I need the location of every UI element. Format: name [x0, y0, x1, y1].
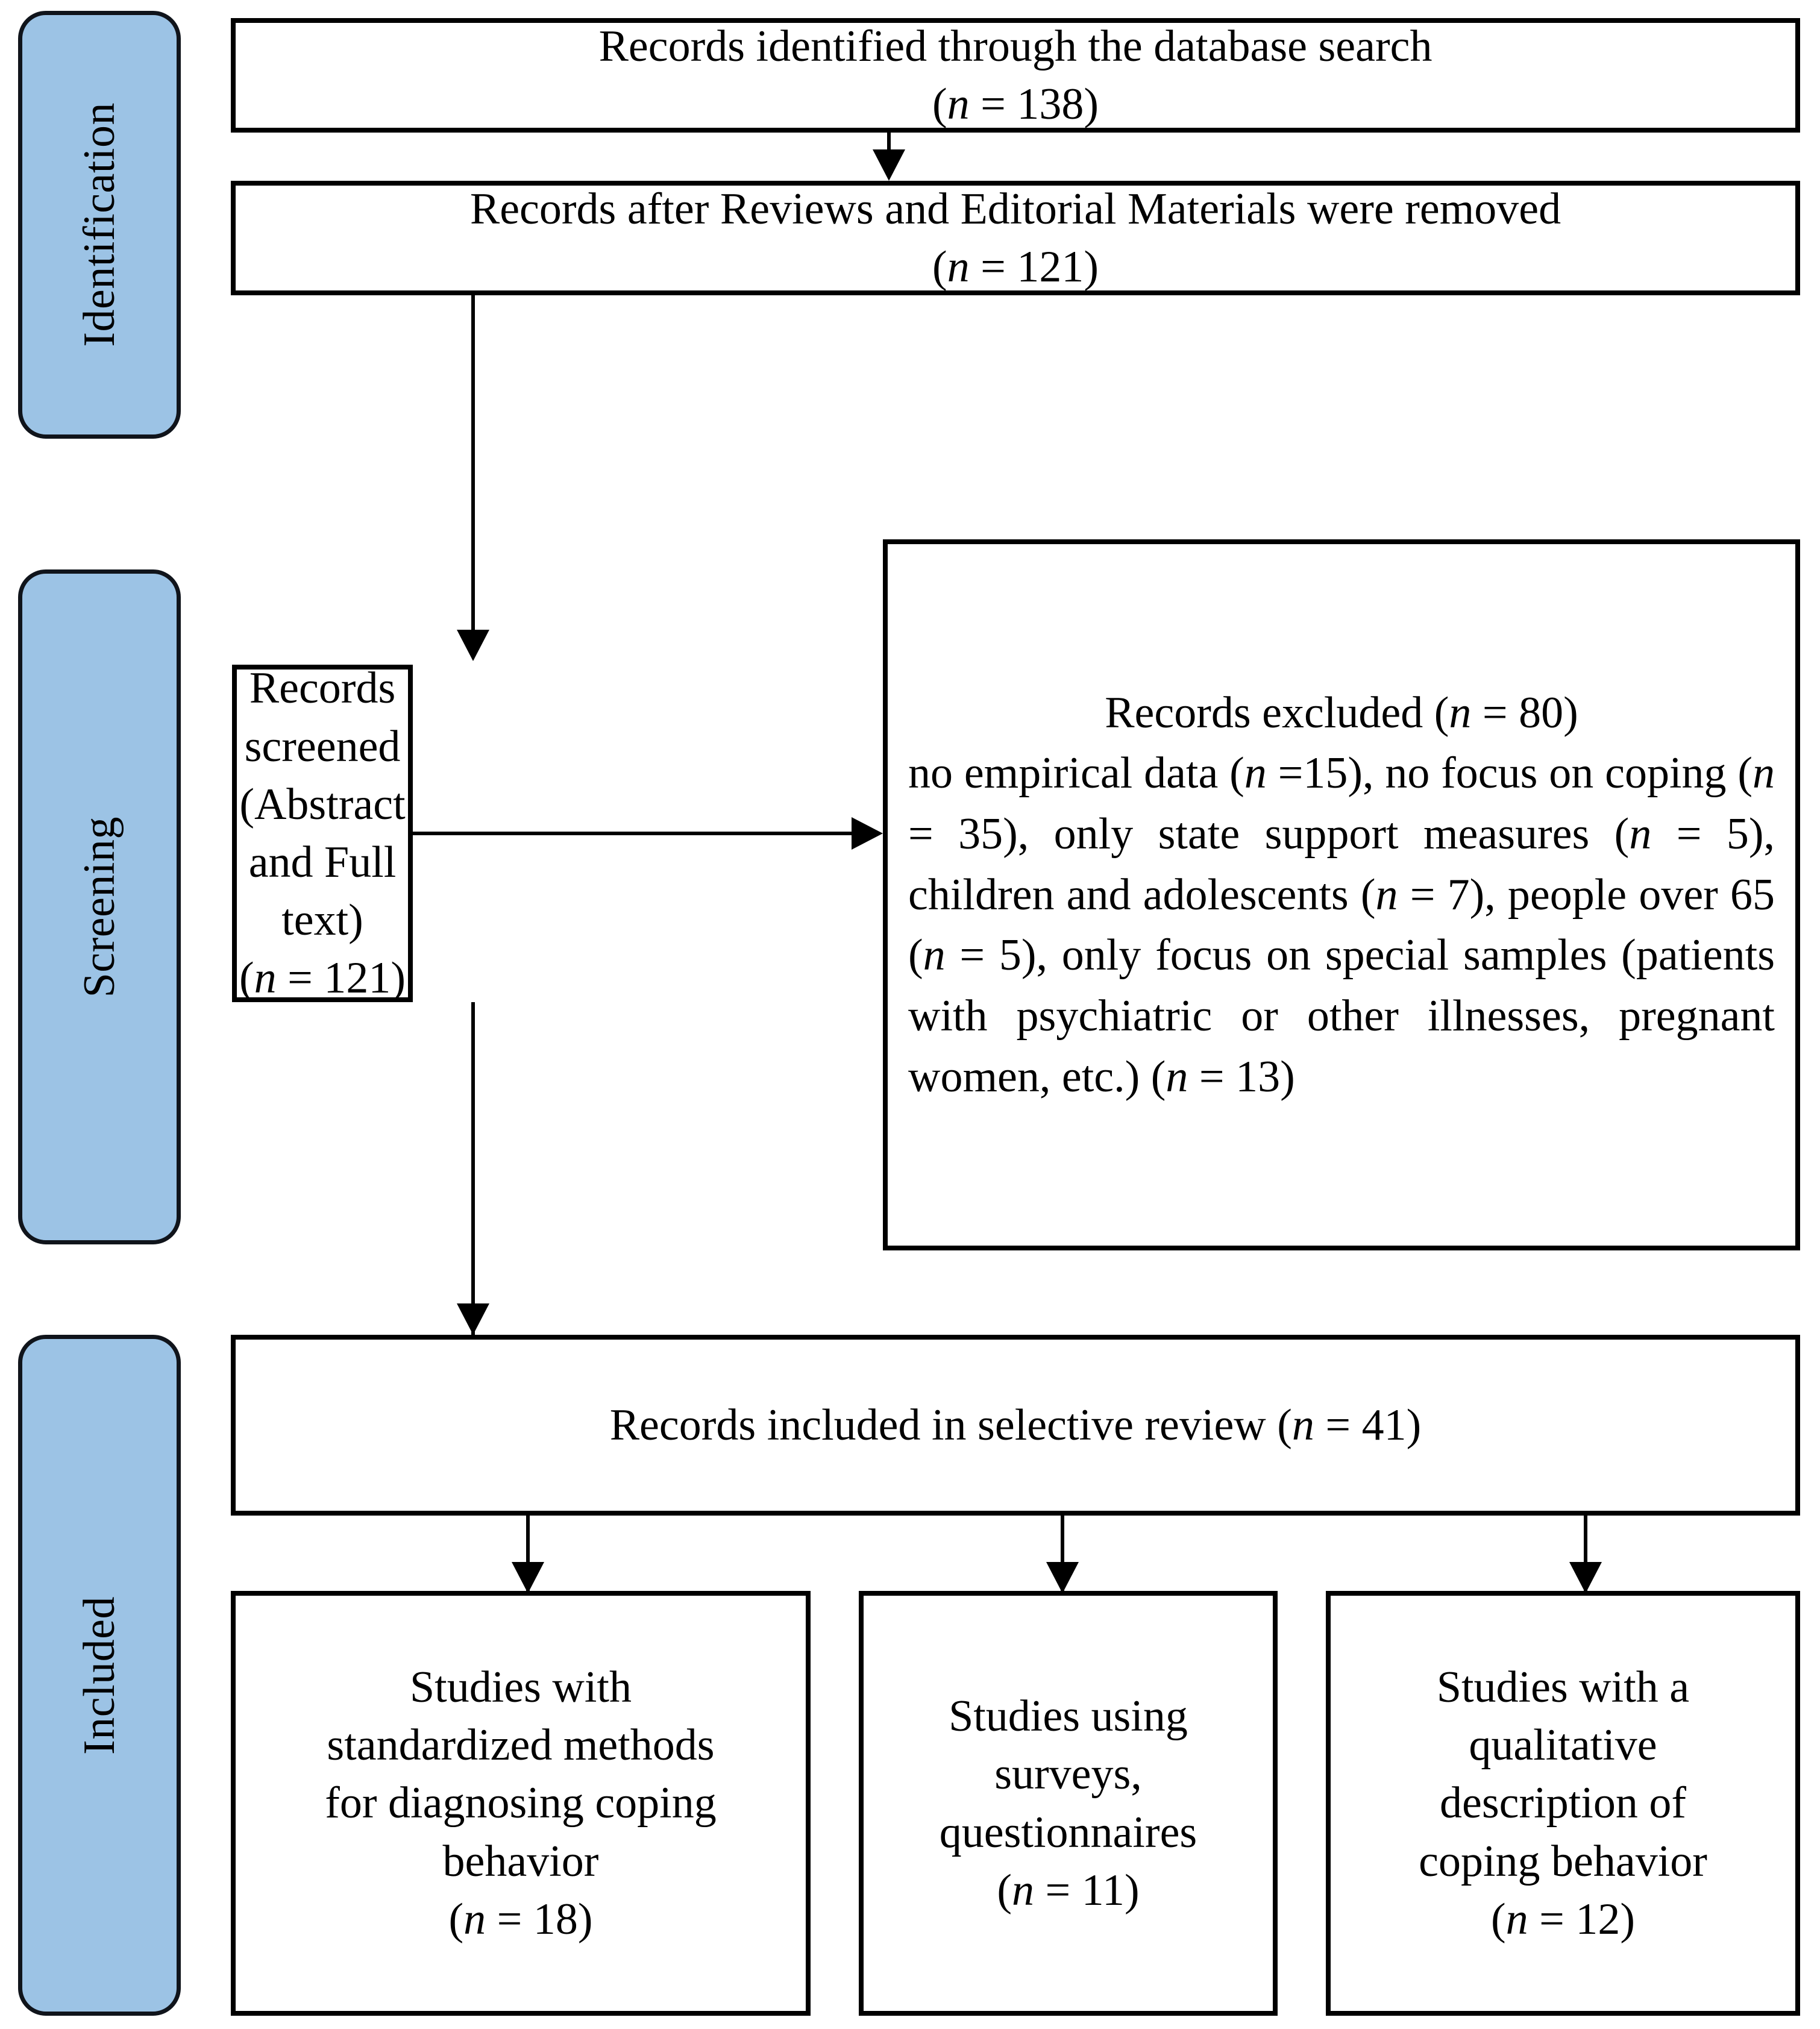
node-outcome-qualitative: Studies with a qualitative description o…	[1326, 1591, 1800, 2016]
arrow-screened-to-included	[457, 1303, 489, 1335]
surveys-line2: surveys,	[994, 1749, 1142, 1799]
qualitative-line1: Studies with a	[1436, 1663, 1690, 1713]
surveys-line3: questionnaires	[939, 1807, 1197, 1857]
phase-screening-label: Screening	[75, 816, 124, 998]
phase-screening: Screening	[18, 569, 181, 1244]
arrow-identified-to-after-removal	[873, 149, 905, 181]
standardized-line3: for diagnosing coping	[325, 1778, 717, 1828]
phase-identification-label: Identification	[75, 102, 124, 347]
connector-included-to-standardized	[526, 1516, 530, 1594]
qualitative-line4: coping behavior	[1419, 1836, 1707, 1886]
phase-identification: Identification	[18, 11, 181, 439]
phase-included: Included	[18, 1335, 181, 2016]
surveys-line1: Studies using	[949, 1692, 1188, 1742]
qualitative-line3: description of	[1440, 1778, 1686, 1828]
excluded-header: Records excluded (n = 80)	[1105, 688, 1578, 738]
standardized-line1: Studies with	[410, 1663, 632, 1713]
connector-screened-to-excluded	[413, 832, 859, 835]
connector-screened-to-included	[471, 1002, 475, 1346]
arrow-included-to-qualitative	[1569, 1562, 1602, 1593]
arrow-included-to-standardized	[512, 1562, 544, 1593]
qualitative-line2: qualitative	[1469, 1720, 1657, 1770]
screened-count: (n = 121)	[239, 953, 406, 1003]
standardized-line2: standardized methods	[327, 1720, 715, 1770]
node-outcome-surveys-text: Studies using surveys, questionnaires (n…	[929, 1687, 1208, 1919]
node-outcome-surveys: Studies using surveys, questionnaires (n…	[859, 1591, 1278, 2016]
node-records-screened-text: Records screened (Abstract and Full text…	[228, 659, 416, 1007]
after-removal-count: (n = 121)	[932, 242, 1099, 292]
node-records-identified-text: Records identified through the database …	[588, 17, 1443, 133]
arrow-after-removal-to-screened	[457, 630, 489, 661]
after-removal-line1: Records after Reviews and Editorial Mate…	[469, 184, 1561, 234]
standardized-line4: behavior	[442, 1836, 599, 1886]
node-outcome-standardized-text: Studies with standardized methods for di…	[314, 1658, 727, 1948]
node-records-included: Records included in selective review (n …	[231, 1335, 1800, 1516]
node-records-included-text: Records included in selective review (n …	[599, 1396, 1432, 1454]
node-outcome-qualitative-text: Studies with a qualitative description o…	[1408, 1658, 1718, 1948]
node-records-screened: Records screened (Abstract and Full text…	[232, 663, 413, 1003]
node-outcome-standardized-methods: Studies with standardized methods for di…	[231, 1591, 811, 2016]
screened-line2: (Abstract and Full	[239, 779, 406, 887]
node-records-after-removal-text: Records after Reviews and Editorial Mate…	[459, 180, 1572, 296]
standardized-count: (n = 18)	[448, 1894, 593, 1944]
qualitative-count: (n = 12)	[1490, 1894, 1636, 1944]
node-records-after-removal: Records after Reviews and Editorial Mate…	[231, 181, 1800, 295]
records-identified-line1: Records identified through the database …	[598, 21, 1432, 71]
included-text: Records included in selective review (n …	[609, 1400, 1422, 1450]
screened-line3: text)	[281, 895, 363, 946]
connector-after-removal-to-screened	[471, 295, 475, 639]
phase-included-label: Included	[75, 1596, 124, 1755]
connector-included-to-qualitative	[1584, 1516, 1587, 1594]
node-records-excluded-text: Records excluded (n = 80) no empirical da…	[888, 683, 1795, 1107]
node-records-excluded: Records excluded (n = 80) no empirical da…	[883, 539, 1800, 1250]
surveys-count: (n = 11)	[997, 1865, 1140, 1915]
excluded-body: no empirical data (n =15), no focus on c…	[908, 748, 1775, 1102]
node-records-identified: Records identified through the database …	[231, 18, 1800, 133]
arrow-screened-to-excluded	[852, 817, 883, 850]
screened-line1: Records screened	[244, 663, 401, 771]
connector-included-to-surveys	[1061, 1516, 1064, 1594]
records-identified-count: (n = 138)	[932, 80, 1099, 129]
arrow-included-to-surveys	[1046, 1562, 1079, 1593]
